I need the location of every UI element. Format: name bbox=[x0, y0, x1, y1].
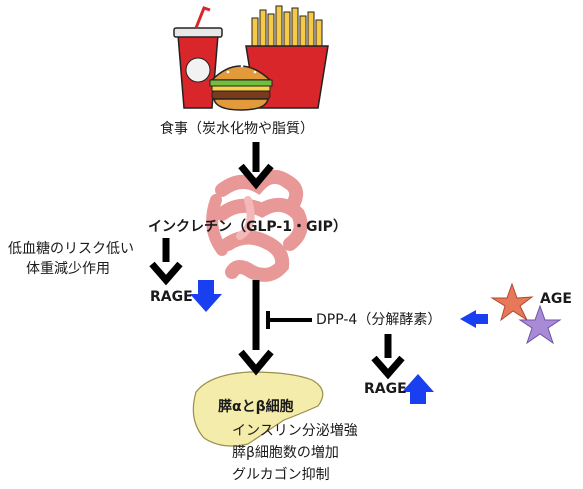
dpp4-label: DPP-4（分解酵素） bbox=[316, 312, 442, 328]
rage-left-label: RAGE bbox=[150, 289, 193, 305]
blue-left-arrow bbox=[460, 310, 488, 328]
arrow-incretin-to-rage bbox=[149, 261, 183, 286]
effect-beta-cells: 膵β細胞数の増加 bbox=[232, 445, 339, 461]
pancreas-title: 膵αとβ細胞 bbox=[218, 399, 294, 415]
age-starfish-icon bbox=[490, 282, 562, 345]
intestine-illustration bbox=[206, 169, 308, 282]
low-sugar-risk-text: 低血糖のリスク低い bbox=[8, 241, 134, 257]
blue-down-arrow bbox=[190, 280, 222, 312]
effect-insulin: インスリン分泌増強 bbox=[232, 423, 358, 439]
dpp4-inhibition-line bbox=[266, 311, 312, 329]
arrow-food-to-incretin bbox=[238, 163, 274, 190]
fast-food-illustration bbox=[173, 5, 329, 111]
weight-loss-text: 体重減少作用 bbox=[26, 261, 110, 277]
arrow-dpp4-to-rage bbox=[371, 355, 405, 380]
arrow-incretin-to-pancreas bbox=[238, 349, 274, 376]
incretin-label: インクレチン（GLP-1・GIP） bbox=[148, 219, 347, 235]
rage-right-label: RAGE bbox=[364, 381, 407, 397]
age-label: AGE bbox=[540, 291, 572, 307]
blue-up-arrow bbox=[402, 374, 434, 404]
food-label: 食事（炭水化物や脂質） bbox=[160, 121, 314, 137]
effect-glucagon: グルカゴン抑制 bbox=[232, 467, 330, 483]
main-flow-arrows bbox=[162, 142, 392, 358]
